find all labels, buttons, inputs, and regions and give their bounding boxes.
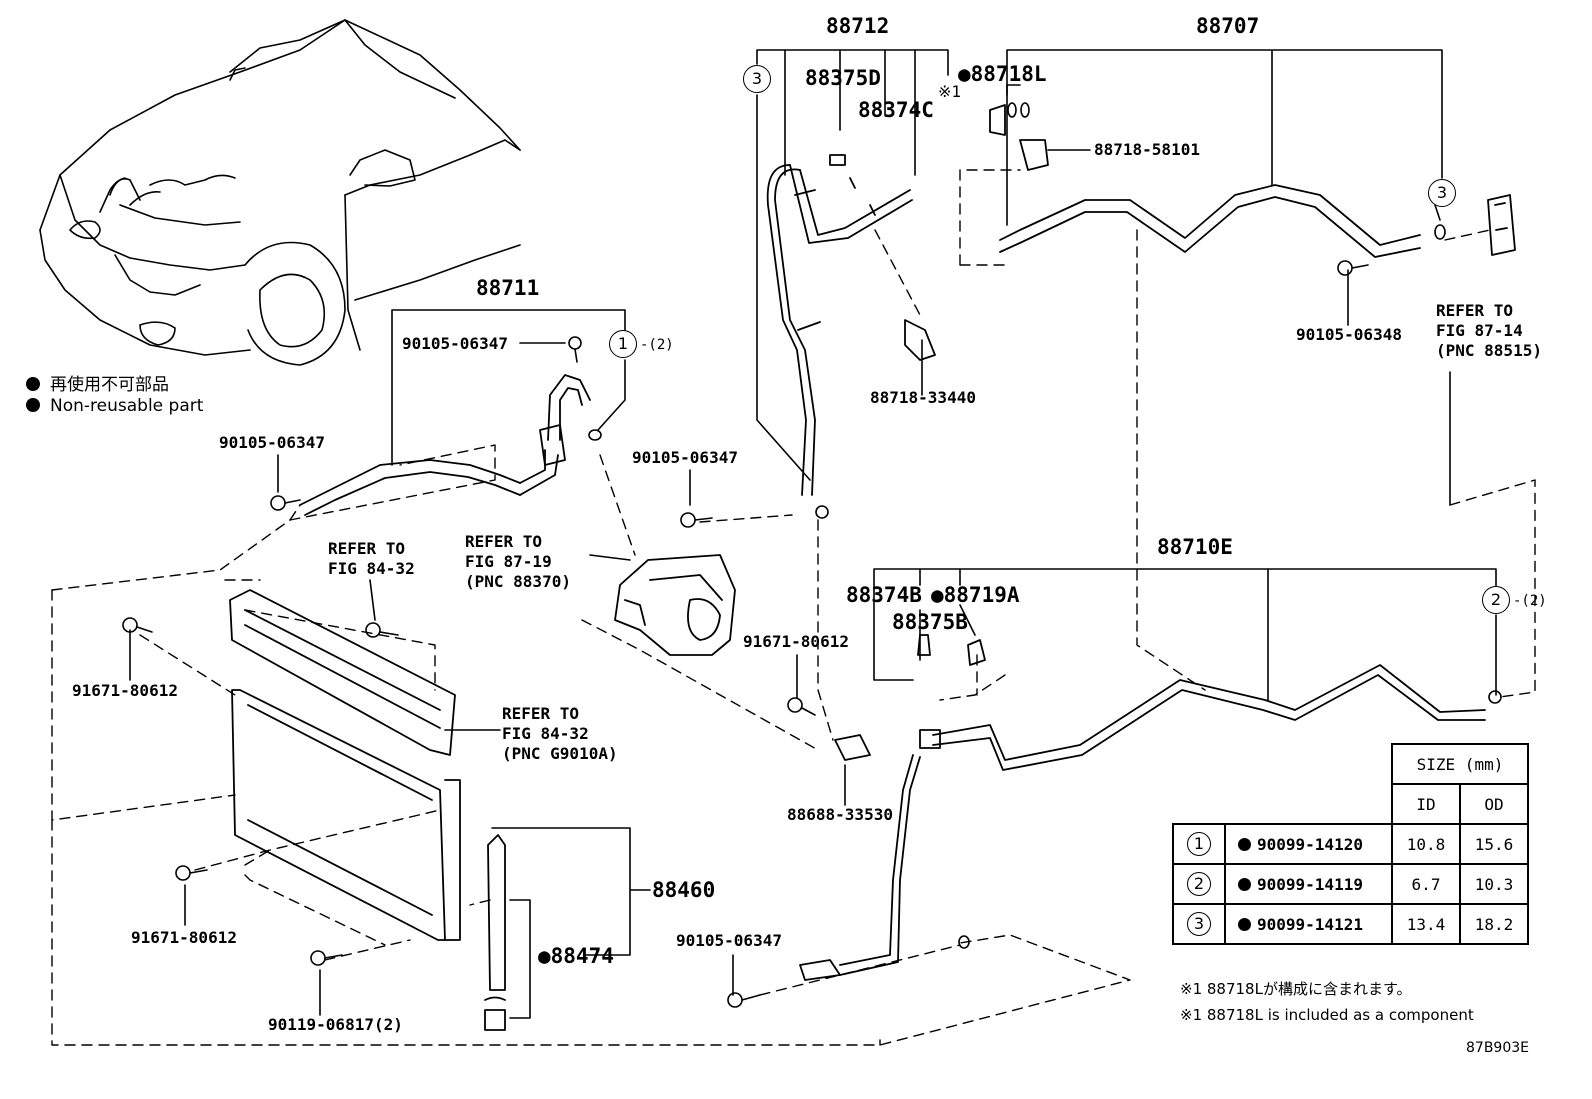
table-row: 2 90099-14119 6.7 10.3 [1172,863,1529,905]
refer-line: FIG 84-32 [502,724,589,743]
figure-id: 87B903E [1466,1040,1529,1056]
legend-en-text: Non-reusable part [50,396,204,416]
refer-fig-87-19: REFER TO FIG 87-19 (PNC 88370) [465,532,571,592]
refer-line: FIG 87-19 [465,552,552,571]
row-od: 15.6 [1459,823,1529,865]
part-91671-80612: 91671-80612 [131,928,237,947]
callout-1-qty: -(2) [640,337,674,353]
refer-line: REFER TO [465,532,543,551]
table-row: 3 90099-14121 13.4 18.2 [1172,903,1529,945]
radiator-top [229,589,456,756]
row-od: 18.2 [1459,903,1529,945]
dashed-guides [51,169,1536,1046]
refer-line: REFER TO [1436,301,1514,320]
desiccant [487,834,506,991]
leader-lines [129,49,1497,1019]
callout-2: 2 [1482,586,1510,614]
bolts [122,102,1502,1008]
condenser [231,689,446,941]
part-88718-33440: 88718-33440 [870,388,976,407]
car-illustration [39,19,521,366]
row-od: 10.3 [1459,863,1529,905]
refer-line: (PNC G9010A) [502,744,618,763]
part-88375d: 88375D [805,66,881,90]
refer-fig-84-32: REFER TO FIG 84-32 [328,539,415,579]
size-table: SIZE (mm) ID OD 1 90099-14120 10.8 15.6 … [1172,743,1529,945]
bullet-icon [26,398,40,412]
part-88712: 88712 [826,14,890,38]
row-part: 90099-14121 [1257,914,1363,934]
row-id: 10.8 [1391,823,1461,865]
receiver [1487,194,1516,256]
part-88718-58101: 88718-58101 [1094,140,1200,159]
row-number: 2 [1187,872,1211,896]
components [229,104,1516,1031]
legend-jp-text: 再使用不可部品 [50,375,169,395]
refer-line: REFER TO [328,539,406,558]
part-90105-06348: 90105-06348 [1296,325,1402,344]
part-90105-06347: 90105-06347 [402,334,508,353]
non-reusable-icon [1238,877,1251,891]
compressor [614,554,736,656]
row-number: 3 [1187,912,1211,936]
note-mark-x1: ※1 [938,82,962,101]
part-91671-80612: 91671-80612 [72,681,178,700]
refer-line: (PNC 88515) [1436,341,1542,360]
part-90119-06817: 90119-06817(2) [268,1015,403,1034]
part-88718l: ●88718L [958,62,1047,86]
refer-line: (PNC 88370) [465,572,571,591]
row-number: 1 [1187,832,1211,856]
part-88374c: 88374C [858,98,934,122]
col-id: ID [1391,783,1461,825]
refer-line: REFER TO [502,704,580,723]
row-id: 13.4 [1391,903,1461,945]
size-table-title: SIZE (mm) [1391,743,1529,785]
part-90105-06347: 90105-06347 [632,448,738,467]
callout-1: 1 [609,330,637,358]
part-88374b: 88374B [846,583,922,607]
callout-3: 3 [1428,179,1456,207]
refer-line: FIG 84-32 [328,559,415,578]
refer-line: FIG 87-14 [1436,321,1523,340]
part-88375b: 88375B [892,610,968,634]
refer-fig-84-32-g9010a: REFER TO FIG 84-32 (PNC G9010A) [502,704,618,764]
col-od: OD [1459,783,1529,825]
part-88688-33530: 88688-33530 [787,805,893,824]
pipes [299,164,1486,976]
part-88474: ●88474 [538,944,614,968]
non-reusable-icon [1238,837,1251,851]
part-88711: 88711 [476,276,540,300]
part-90105-06347: 90105-06347 [219,433,325,452]
part-88707: 88707 [1196,14,1260,38]
row-part: 90099-14119 [1257,874,1363,894]
non-reusable-icon [1238,917,1251,931]
table-row: 1 90099-14120 10.8 15.6 [1172,823,1529,865]
bullet-icon [26,377,40,391]
callout-3: 3 [743,65,771,93]
part-88719a: ●88719A [931,583,1020,607]
refer-fig-87-14: REFER TO FIG 87-14 (PNC 88515) [1436,301,1542,361]
note-en: ※1 88718L is included as a component [1180,1006,1474,1024]
legend-en: Non-reusable part [26,396,203,416]
part-91671-80612: 91671-80612 [743,632,849,651]
callout-2-qty: -(2) [1513,593,1547,609]
note-jp: ※1 88718Lが構成に含まれます。 [1180,980,1412,998]
legend-jp: 再使用不可部品 [26,370,169,395]
row-id: 6.7 [1391,863,1461,905]
row-part: 90099-14120 [1257,834,1363,854]
part-88710e: 88710E [1157,535,1233,559]
part-90105-06347: 90105-06347 [676,931,782,950]
part-88460: 88460 [652,878,716,902]
